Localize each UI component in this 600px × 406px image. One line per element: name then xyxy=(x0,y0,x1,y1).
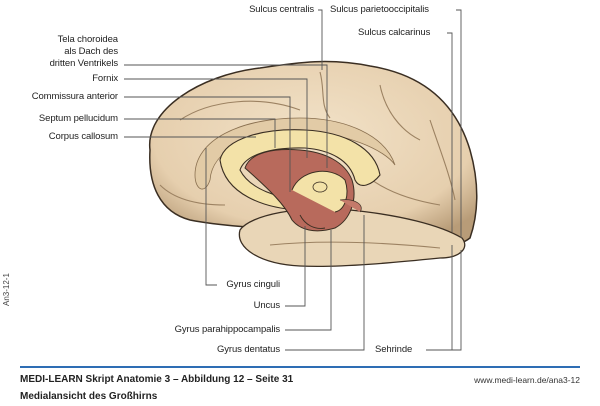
label-sulcus-centralis: Sulcus centralis xyxy=(249,4,314,15)
footer-subtitle: Medialansicht des Großhirns xyxy=(20,391,158,402)
footer-divider xyxy=(20,366,580,368)
label-sulcus-calcarinus: Sulcus calcarinus xyxy=(358,27,431,38)
label-sulcus-parietooccipitalis: Sulcus parietooccipitalis xyxy=(330,4,429,15)
label-gyrus-parahippocampalis: Gyrus parahippocampalis xyxy=(174,324,281,335)
label-uncus: Uncus xyxy=(253,300,281,311)
label-gyrus-cinguli: Gyrus cinguli xyxy=(226,279,280,290)
footer-url[interactable]: www.medi-learn.de/ana3-12 xyxy=(474,375,580,385)
label-commissura-anterior: Commissura anterior xyxy=(31,91,118,102)
label-sehrinde: Sehrinde xyxy=(375,344,413,355)
label-fornix: Fornix xyxy=(92,73,118,84)
label-gyrus-dentatus: Gyrus dentatus xyxy=(216,344,280,355)
gyri-folds xyxy=(159,71,456,249)
label-tela-line3: dritten Ventrikels xyxy=(49,58,119,69)
label-tela-line2: als Dach des xyxy=(64,46,118,57)
footer-title: MEDI-LEARN Skript Anatomie 3 – Abbildung… xyxy=(20,374,294,385)
figure-code: An3-12-1 xyxy=(2,273,11,306)
label-tela-line1: Tela choroidea xyxy=(57,34,119,45)
label-septum-pellucidum: Septum pellucidum xyxy=(38,113,118,124)
label-corpus-callosum: Corpus callosum xyxy=(48,131,118,142)
leader-lines xyxy=(124,9,462,351)
